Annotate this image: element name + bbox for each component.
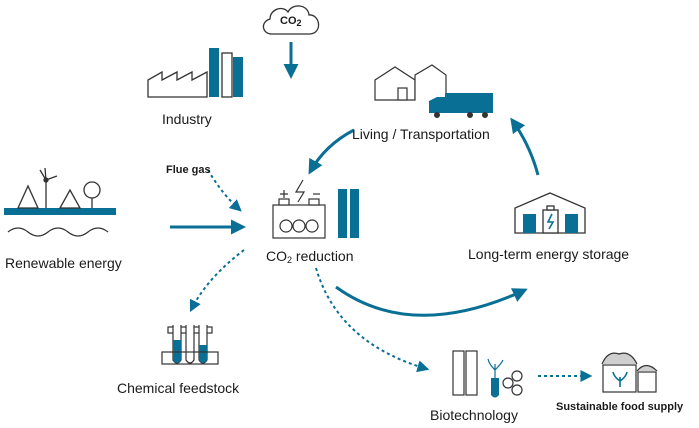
chemical-feedstock-label: Chemical feedstock — [117, 380, 240, 396]
sustainable-food-label: Sustainable food supply — [556, 401, 684, 413]
long-term-storage-label: Long-term energy storage — [468, 246, 630, 262]
storage-building-icon — [514, 192, 586, 234]
factory-icon — [147, 48, 243, 98]
flow-to-biotech — [315, 267, 430, 373]
flow-reduction-to-storage — [335, 285, 528, 317]
co2-reduction-label: CO2 reduction — [266, 248, 354, 265]
renewable-energy-label: Renewable energy — [5, 255, 122, 271]
test-tubes-icon — [161, 325, 219, 365]
houses-truck-icon — [374, 64, 493, 118]
flow-flue-gas — [207, 169, 242, 212]
industry-label: Industry — [162, 111, 212, 127]
flow-storage-to-living — [510, 117, 540, 176]
cloud-icon — [262, 5, 320, 35]
landscape-icon — [4, 167, 116, 237]
biotech-icon — [452, 350, 523, 398]
biotechnology-label: Biotechnology — [430, 407, 518, 423]
battery-icon — [272, 179, 359, 239]
cloud-co2-label: CO2 — [280, 15, 302, 28]
flow-living-to-reduction — [308, 128, 355, 175]
food-pots-icon — [601, 352, 658, 393]
flue-gas-label: Flue gas — [166, 164, 211, 176]
living-transportation-label: Living / Transportation — [352, 126, 490, 142]
flow-to-chemical — [189, 249, 245, 313]
